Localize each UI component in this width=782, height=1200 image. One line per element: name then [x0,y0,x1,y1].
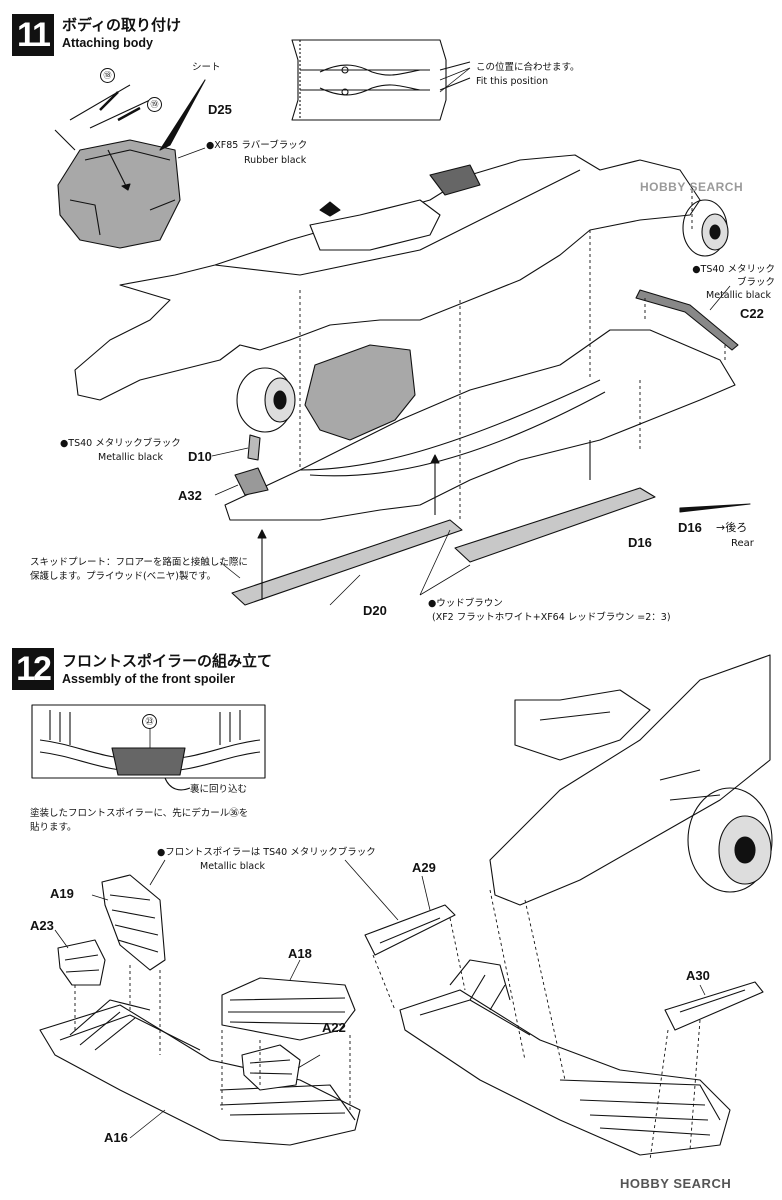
step-12-title-en: Assembly of the front spoiler [62,672,235,686]
ts40-left-jp: ●TS40 メタリックブラック [60,438,181,449]
callout-lines-11 [177,67,731,606]
part-a22-label: A22 [322,1020,346,1035]
rear-d16-label: D16 [678,520,702,535]
skid-plate-note-1: スキッドプレート：フロアーを路面と接触した際に [30,557,248,568]
skid-plate-note-2: 保護します。プライウッド(ベニヤ)製です。 [30,571,217,582]
part-19-label: ⑲ [147,97,162,112]
step-number-11: 11 [12,14,54,56]
spoiler-color-jp: ●フロントスポイラーは TS40 メタリックブラック [157,847,376,858]
step-12-title-jp: フロントスポイラーの組み立て [62,652,273,670]
part-d10-label: D10 [188,449,212,464]
ts40-left-en: Metallic black [98,452,163,463]
part-d25-label: D25 [208,102,232,117]
decal-panel-diagram [31,704,266,791]
ts40-right-jp-2: ブラック [736,277,775,288]
part-d20-label: D20 [363,603,387,618]
xf85-color-en: Rubber black [244,155,307,166]
part-d16-label: D16 [628,535,652,550]
decal-23-label: ㉓ [142,714,157,729]
rear-label-en: Rear [731,538,754,549]
part-a16-label: A16 [104,1130,128,1145]
top-view-diagram [291,39,471,121]
decal-note-2: 貼ります。 [30,822,77,833]
hobby-search-watermark: HOBBY SEARCH [620,1176,732,1191]
seat-assembly-diagram [54,79,206,249]
step-11-title-en: Attaching body [62,36,153,50]
part-a30-label: A30 [686,968,710,983]
part-a18-label: A18 [288,946,312,961]
part-c22-label: C22 [740,306,764,321]
rear-label-jp: →後ろ [716,521,748,534]
spoiler-color-en: Metallic black [200,861,265,872]
wood-brown-jp: ●ウッドブラウン [428,598,503,609]
ts40-right-en: Metallic black [706,290,771,301]
part-a32-label: A32 [178,488,202,503]
callout-lines-12 [54,859,706,1139]
xf85-color-jp: ●XF85 ラバーブラック [206,140,308,151]
part-18-label: ⑱ [100,68,115,83]
sheet-label: シート [192,62,221,73]
step-number-12: 12 [12,648,54,690]
step-11-title-jp: ボディの取り付け [62,16,181,34]
decal-note-1: 塗装したフロントスポイラーに、先にデカール㊱を [30,808,249,819]
part-a23-label: A23 [30,918,54,933]
front-spoiler-diagram-left [39,874,361,1146]
part-a29-label: A29 [412,860,436,875]
part-a19-label: A19 [50,886,74,901]
fit-note-en: Fit this position [476,76,549,87]
reverse-side-note: 裏に回り込む [190,784,248,795]
ts40-right-jp-1: ●TS40 メタリック [692,264,775,275]
wood-brown-mix: (XF2 フラットホワイト+XF64 レッドブラウン =2：3) [432,612,671,623]
front-spoiler-diagram-right [364,654,773,1161]
body-floor-diagram [74,154,751,606]
fit-note-jp: この位置に合わせます。 [476,62,580,73]
hobby-search-watermark-top: HOBBY SEARCH [640,180,744,194]
